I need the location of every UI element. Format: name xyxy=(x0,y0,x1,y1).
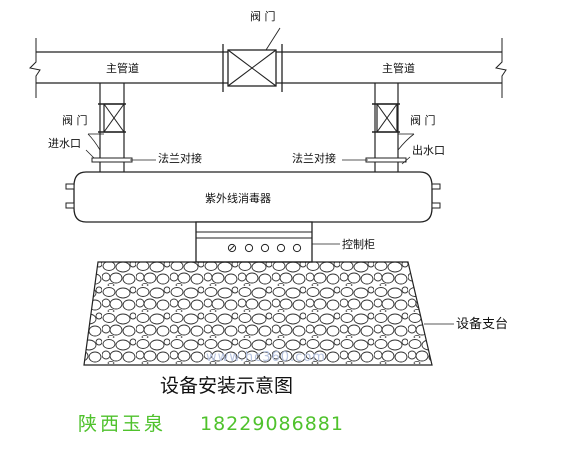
support-platform-label: 设备支台 xyxy=(456,316,508,332)
control-cabinet-label: 控制柜 xyxy=(342,237,375,251)
outlet-branch-pipe xyxy=(365,83,407,172)
inlet-label: 进水口 xyxy=(48,137,81,150)
outlet-label: 出水口 xyxy=(412,143,445,157)
main-pipe-label-left: 主管道 xyxy=(106,61,139,75)
diagram-title: 设备安装示意图 xyxy=(160,375,293,397)
main-valve-label: 阀 门 xyxy=(250,9,276,23)
flange-right-label: 法兰对接 xyxy=(292,151,336,165)
flange-left-label: 法兰对接 xyxy=(158,151,202,165)
uv-sterilizer-label: 紫外线消毒器 xyxy=(205,191,271,205)
phone-number: 18229086881 xyxy=(200,413,344,435)
inlet-branch-pipe xyxy=(91,83,133,172)
support-platform xyxy=(83,261,433,366)
company-name: 陕西玉泉 xyxy=(78,413,166,435)
control-cabinet xyxy=(195,221,313,263)
main-valve-icon xyxy=(222,27,283,92)
inlet-valve-label: 阀 门 xyxy=(62,113,88,127)
uv-sterilizer xyxy=(65,171,441,223)
watermark: www.hc360.com xyxy=(206,350,326,365)
outlet-valve-label: 阀 门 xyxy=(410,113,436,127)
main-pipe-label-right: 主管道 xyxy=(382,61,415,75)
